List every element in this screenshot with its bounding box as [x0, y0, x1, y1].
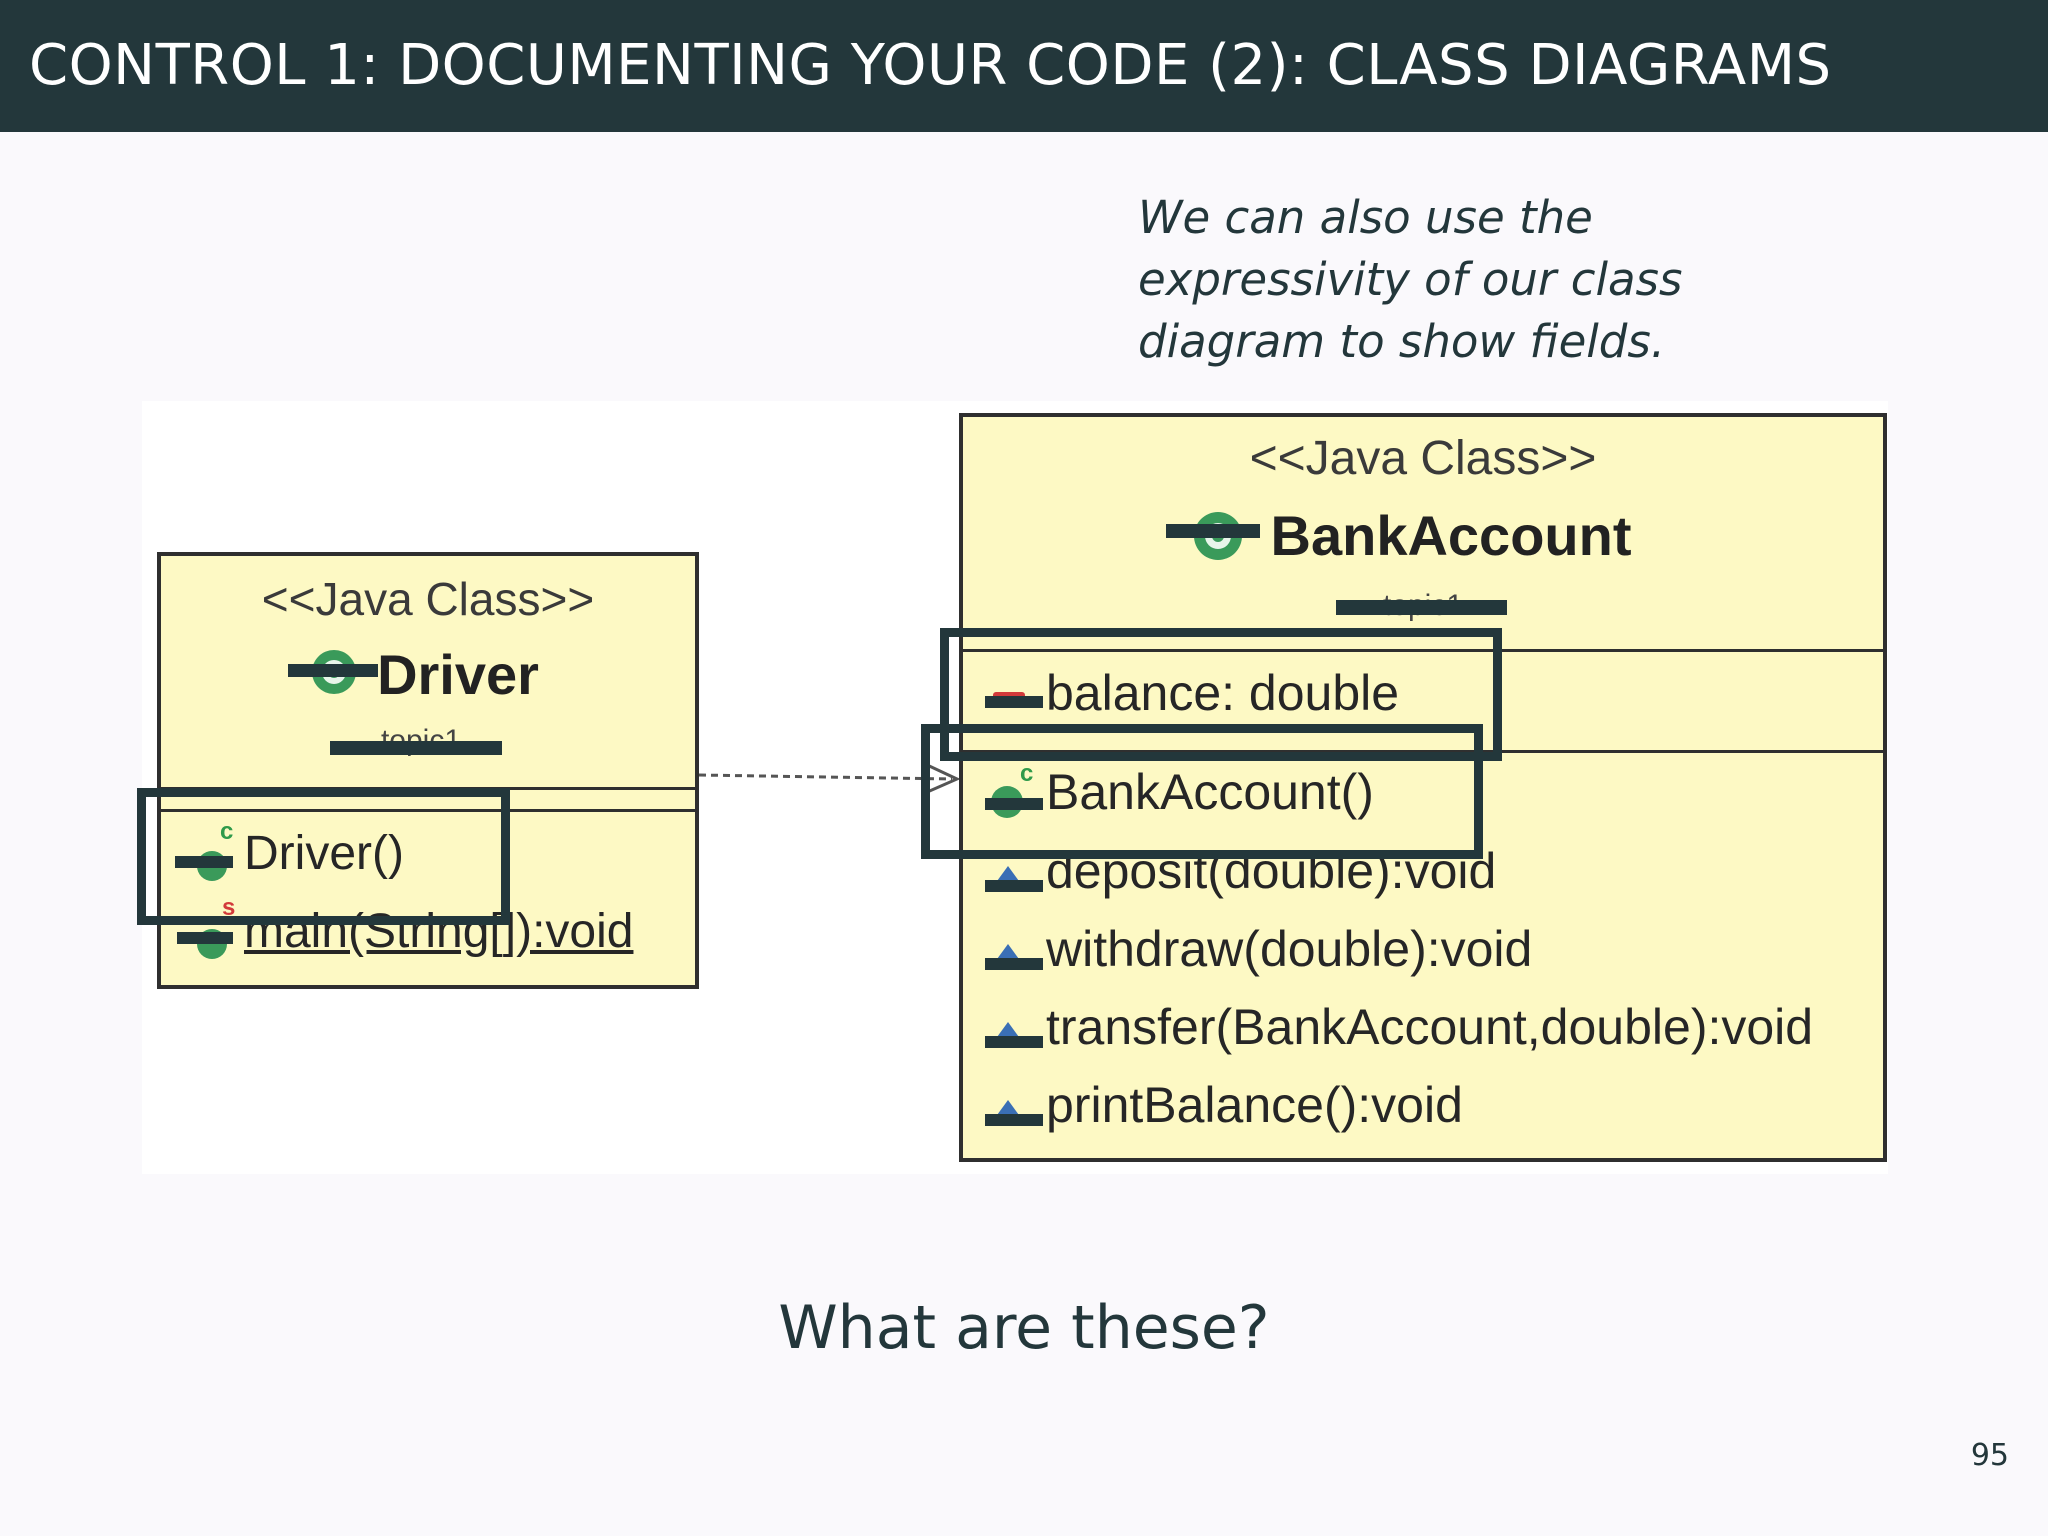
constructor-marker: c: [220, 818, 234, 845]
redaction-bar: [330, 741, 502, 755]
redaction-bar: [985, 1114, 1043, 1126]
slide-header: CONTROL 1: DOCUMENTING YOUR CODE (2): CL…: [0, 0, 2048, 132]
bankaccount-method-constructor: BankAccount(): [1046, 764, 1374, 820]
bankaccount-stereotype: <<Java Class>>: [1249, 432, 1597, 485]
bankaccount-fields-divider: [963, 649, 1883, 652]
redaction-bar: [1166, 524, 1260, 538]
highlight-driver-constructor: [137, 788, 510, 925]
driver-stereotype: <<Java Class>>: [261, 573, 595, 625]
redaction-bar: [985, 1036, 1043, 1048]
redaction-bar: [985, 798, 1043, 810]
driver-main-icon: [197, 929, 227, 959]
redaction-bar: [985, 696, 1043, 708]
bankaccount-class-box: <<Java Class>> BankAccount topic1: [959, 413, 1887, 1162]
highlight-bankaccount-constructor: [921, 724, 1483, 859]
slide-title: CONTROL 1: DOCUMENTING YOUR CODE (2): CL…: [29, 33, 1832, 98]
redaction-bar: [985, 880, 1043, 892]
note-text: We can also use the expressivity of our …: [1138, 191, 1683, 368]
driver-divider-2: [161, 809, 695, 812]
bankaccount-method-withdraw: withdraw(double):void: [1046, 921, 1533, 977]
question-text: What are these?: [778, 1293, 1270, 1363]
redaction-bar: [175, 856, 233, 868]
bankaccount-method-printbalance: printBalance():void: [1046, 1077, 1463, 1133]
redaction-bar: [985, 958, 1043, 970]
highlight-balance-field: [940, 628, 1502, 761]
static-marker: s: [222, 894, 236, 921]
driver-member-constructor: Driver(): [244, 827, 404, 880]
redaction-bar: [177, 932, 233, 944]
redaction-bar: [1336, 600, 1507, 615]
bankaccount-method-transfer: transfer(BankAccount,double):void: [1046, 999, 1814, 1055]
bankaccount-field-balance: balance: double: [1046, 665, 1400, 721]
driver-member-main: main(String[]):void: [244, 905, 634, 958]
driver-class-name: Driver: [377, 643, 539, 706]
page-number: 95: [1970, 1438, 2009, 1473]
bankaccount-class-name: BankAccount: [1270, 504, 1632, 567]
redaction-bar: [288, 664, 378, 677]
constructor-marker: c: [1020, 760, 1034, 787]
bankaccount-methods-divider: [963, 750, 1883, 753]
